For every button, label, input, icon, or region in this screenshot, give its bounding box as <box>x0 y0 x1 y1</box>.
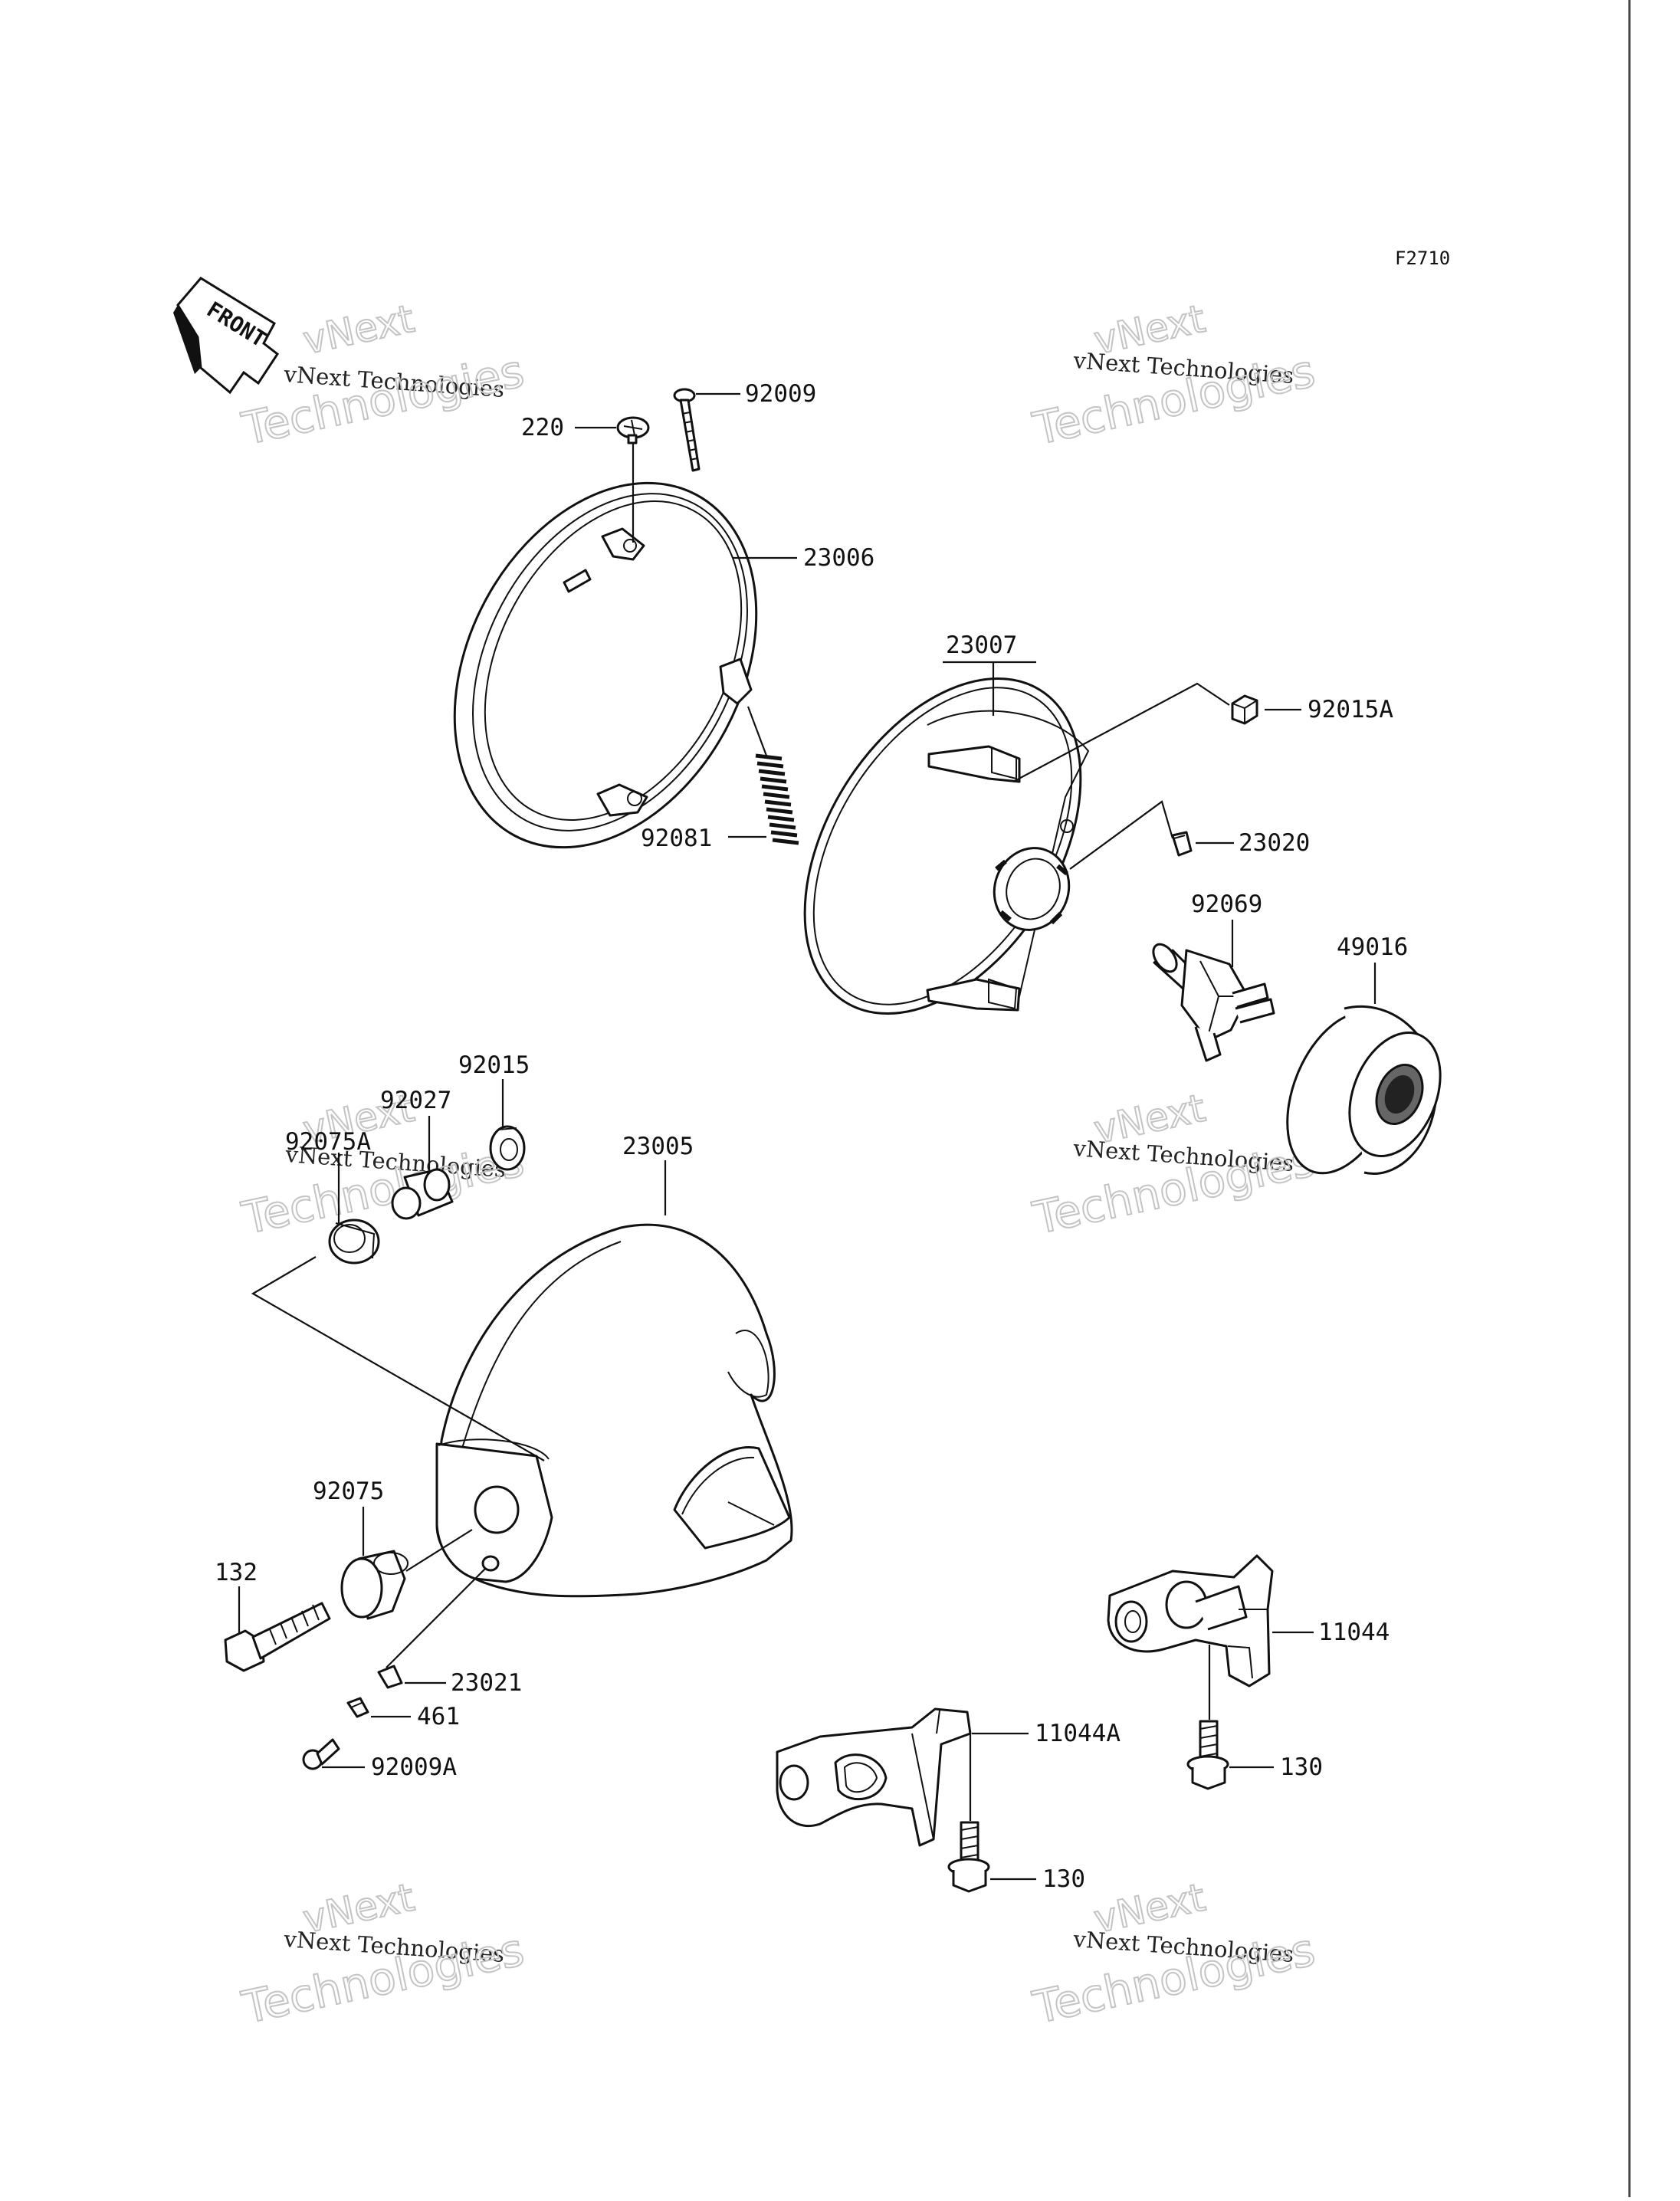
watermark-bottom-left: vNext vNext Technologies Technologies <box>237 1875 530 2035</box>
label-130-lower: 130 <box>1042 1865 1085 1893</box>
spring-92081-icon <box>755 753 799 845</box>
screw-220-icon <box>616 416 650 444</box>
label-92081: 92081 <box>641 825 712 852</box>
bolt-130-lower-icon <box>947 1821 990 1893</box>
label-11044A: 11044A <box>1035 1720 1121 1747</box>
grommet-92075A-icon <box>328 1219 380 1265</box>
label-220: 220 <box>521 414 564 441</box>
grommet-92075-icon <box>340 1550 409 1620</box>
cover-49016-icon <box>1286 1005 1442 1175</box>
svg-text:Technologies: Technologies <box>238 345 529 455</box>
diagram-code: F2710 <box>1395 248 1450 269</box>
bracket-11044A-icon <box>776 1707 972 1847</box>
label-92075: 92075 <box>313 1478 384 1505</box>
watermark-mid-right: vNext vNext Technologies Technologies <box>1028 1085 1321 1245</box>
clip-23020-icon <box>1171 831 1193 857</box>
label-461: 461 <box>417 1703 460 1730</box>
headlight-case-23005 <box>435 1223 793 1598</box>
clip-23021-icon <box>377 1665 403 1689</box>
svg-text:vNext: vNext <box>299 297 418 363</box>
watermark-top-right: vNext vNext Technologies Technologies <box>1028 296 1321 456</box>
label-130-upper: 130 <box>1280 1753 1323 1781</box>
screw-92009-icon <box>673 388 701 472</box>
nut-92015-icon <box>489 1125 526 1171</box>
nut-92015A-icon <box>1231 694 1258 725</box>
label-23007: 23007 <box>946 631 1017 659</box>
label-23005: 23005 <box>622 1133 694 1160</box>
label-92009: 92009 <box>745 380 816 408</box>
watermark-top-left: vNext vNext Technologies Technologies <box>237 296 530 456</box>
label-11044: 11044 <box>1318 1619 1390 1646</box>
label-23020: 23020 <box>1239 829 1310 857</box>
label-132: 132 <box>215 1559 258 1586</box>
headlight-rim-23006 <box>453 481 758 849</box>
bulb-92069-icon <box>1152 943 1275 1062</box>
label-23006: 23006 <box>803 544 874 572</box>
headlight-unit-23007 <box>803 677 1090 1015</box>
bolt-132-icon <box>224 1602 331 1672</box>
bracket-11044-icon <box>1107 1554 1274 1688</box>
screw-92009A-icon <box>302 1738 340 1770</box>
label-49016: 49016 <box>1337 933 1408 961</box>
label-92009A: 92009A <box>371 1753 457 1781</box>
collar-92027-icon <box>391 1168 454 1220</box>
label-92069: 92069 <box>1191 891 1262 918</box>
label-23021: 23021 <box>451 1669 522 1697</box>
label-92027: 92027 <box>380 1087 451 1114</box>
front-arrow-icon: FRONT <box>173 277 280 395</box>
label-92075A: 92075A <box>285 1128 371 1156</box>
bolt-130-upper-icon <box>1186 1720 1229 1790</box>
watermark-bottom-right: vNext vNext Technologies Technologies <box>1028 1875 1321 2035</box>
label-92015: 92015 <box>458 1051 530 1079</box>
label-92015A: 92015A <box>1308 696 1393 723</box>
screw-461-icon <box>346 1697 369 1718</box>
